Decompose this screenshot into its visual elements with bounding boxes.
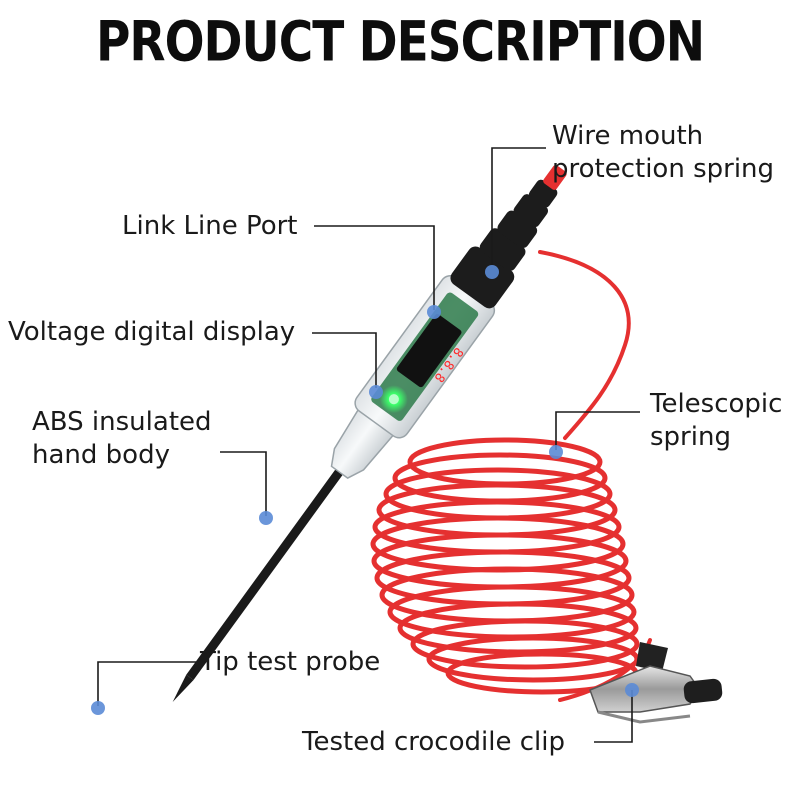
label-link-line-port: Link Line Port xyxy=(122,210,298,243)
marker-wire-mouth xyxy=(485,265,499,279)
marker-telescopic xyxy=(549,445,563,459)
label-telescopic-line1: Telescopic xyxy=(650,389,783,419)
label-wire-mouth-line1: Wire mouth xyxy=(552,121,704,151)
callout-markers xyxy=(91,265,639,715)
label-abs-line1: ABS insulated xyxy=(32,407,212,437)
leader-tip-probe xyxy=(97,661,196,706)
label-voltage-display: Voltage digital display xyxy=(8,316,295,349)
marker-crocodile xyxy=(625,683,639,697)
tester-pen: 8.8.8 xyxy=(172,165,567,702)
leader-link-line-port xyxy=(314,225,435,310)
leader-crocodile xyxy=(594,690,633,743)
marker-link-line-port xyxy=(427,305,441,319)
marker-voltage-display xyxy=(369,385,383,399)
label-abs-body: ABS insulated hand body xyxy=(32,406,212,472)
label-wire-mouth-line2: protection spring xyxy=(552,154,775,184)
leader-telescopic xyxy=(555,411,640,450)
marker-tip-probe xyxy=(91,701,105,715)
leader-wire-mouth xyxy=(491,147,546,270)
leader-voltage-display xyxy=(312,332,377,388)
label-wire-mouth: Wire mouth protection spring xyxy=(552,120,774,186)
page-title: PRODUCT DESCRIPTION xyxy=(95,10,705,75)
label-telescopic-line2: spring xyxy=(650,422,731,452)
crocodile-clip xyxy=(589,642,723,724)
leader-lines xyxy=(97,147,640,743)
marker-abs-body xyxy=(259,511,273,525)
label-telescopic: Telescopic spring xyxy=(650,388,782,454)
leader-abs-body xyxy=(220,451,267,516)
label-abs-line2: hand body xyxy=(32,440,170,470)
label-voltage-display-text: Voltage digital display xyxy=(8,317,296,347)
label-tip-probe: Tip test probe xyxy=(200,646,380,679)
label-crocodile-clip-text: Tested crocodile clip xyxy=(302,727,565,757)
label-tip-probe-text: Tip test probe xyxy=(200,647,381,677)
label-crocodile-clip: Tested crocodile clip xyxy=(302,726,565,759)
label-link-line-port-text: Link Line Port xyxy=(122,211,298,241)
